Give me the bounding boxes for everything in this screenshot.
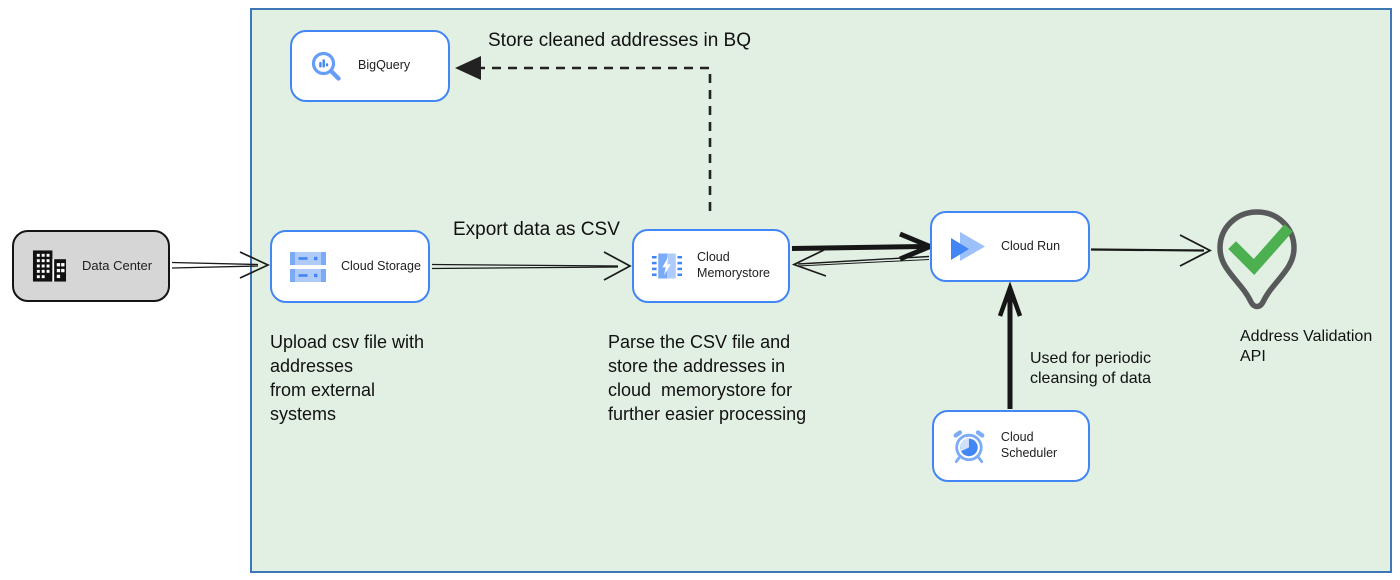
node-cloud-run[interactable]: Cloud Run: [930, 211, 1090, 282]
cloud-boundary-box: [250, 8, 1392, 573]
node-label-cloud-memorystore: Cloud Memorystore: [697, 250, 770, 280]
cloud-run-icon: [951, 231, 985, 261]
label-address-validation-api: Address Validation API: [1240, 328, 1373, 365]
label-export-data-csv: Export data as CSV: [453, 219, 620, 240]
note-parse-csv: Parse the CSV file and store the address…: [608, 332, 807, 424]
bigquery-icon: [311, 51, 341, 81]
note-upload-csv: Upload csv file with addresses from exte…: [270, 332, 425, 424]
node-cloud-memorystore[interactable]: Cloud Memorystore: [632, 229, 790, 303]
node-label-cloud-storage: Cloud Storage: [341, 258, 421, 273]
node-label-cloud-scheduler: Cloud Scheduler: [1000, 430, 1058, 460]
cloud-storage-icon: [290, 251, 326, 282]
node-label-cloud-run: Cloud Run: [1001, 238, 1061, 253]
node-cloud-scheduler[interactable]: Cloud Scheduler: [932, 410, 1090, 482]
cloud-scheduler-icon: [953, 429, 985, 463]
memorystore-icon: [652, 253, 683, 279]
note-periodic-cleansing: Used for periodic cleansing of data: [1030, 350, 1151, 387]
label-store-cleaned-addresses: Store cleaned addresses in BQ: [488, 30, 751, 51]
node-cloud-storage[interactable]: Cloud Storage: [270, 230, 430, 303]
node-bigquery[interactable]: BigQuery: [290, 30, 450, 102]
node-label-data-center: Data Center: [82, 257, 153, 273]
node-data-center[interactable]: Data Center: [12, 230, 170, 302]
node-label-bigquery: BigQuery: [358, 58, 411, 73]
building-icon: [32, 250, 67, 282]
